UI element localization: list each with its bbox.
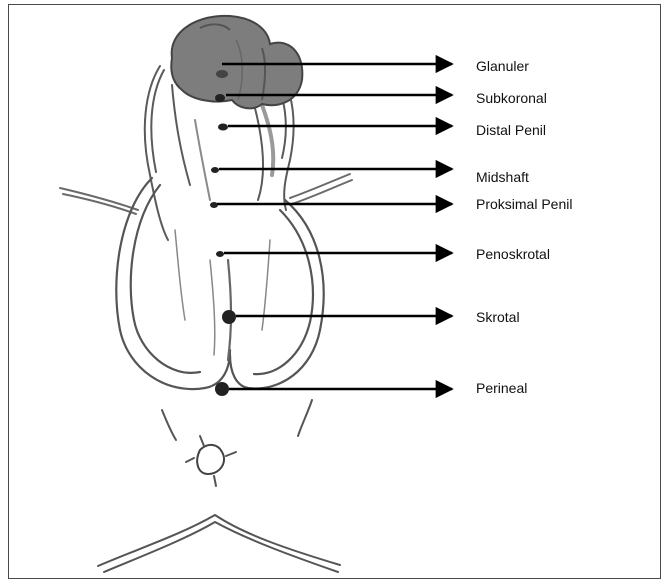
leader-arrows [217, 64, 452, 389]
scrotum-sketch [116, 178, 323, 389]
marker-skrotal [222, 310, 236, 324]
label-perineal: Perineal [476, 380, 527, 396]
label-penoskrotal: Penoskrotal [476, 246, 550, 262]
marker-subkoronal [215, 94, 225, 102]
marker-perineal [215, 382, 229, 396]
label-distal-penil: Distal Penil [476, 122, 546, 138]
marker-midshaft [211, 167, 219, 173]
label-skrotal: Skrotal [476, 309, 520, 325]
label-subkoronal: Subkoronal [476, 90, 547, 106]
label-midshaft: Midshaft [476, 169, 529, 185]
label-proksimal-penil: Proksimal Penil [476, 196, 572, 212]
marker-penoskrotal [216, 251, 224, 257]
label-glanuler: Glanuler [476, 58, 529, 74]
marker-distal-penil [218, 124, 228, 131]
marker-proksimal-penil [210, 202, 218, 208]
perineum-sketch [98, 400, 340, 572]
